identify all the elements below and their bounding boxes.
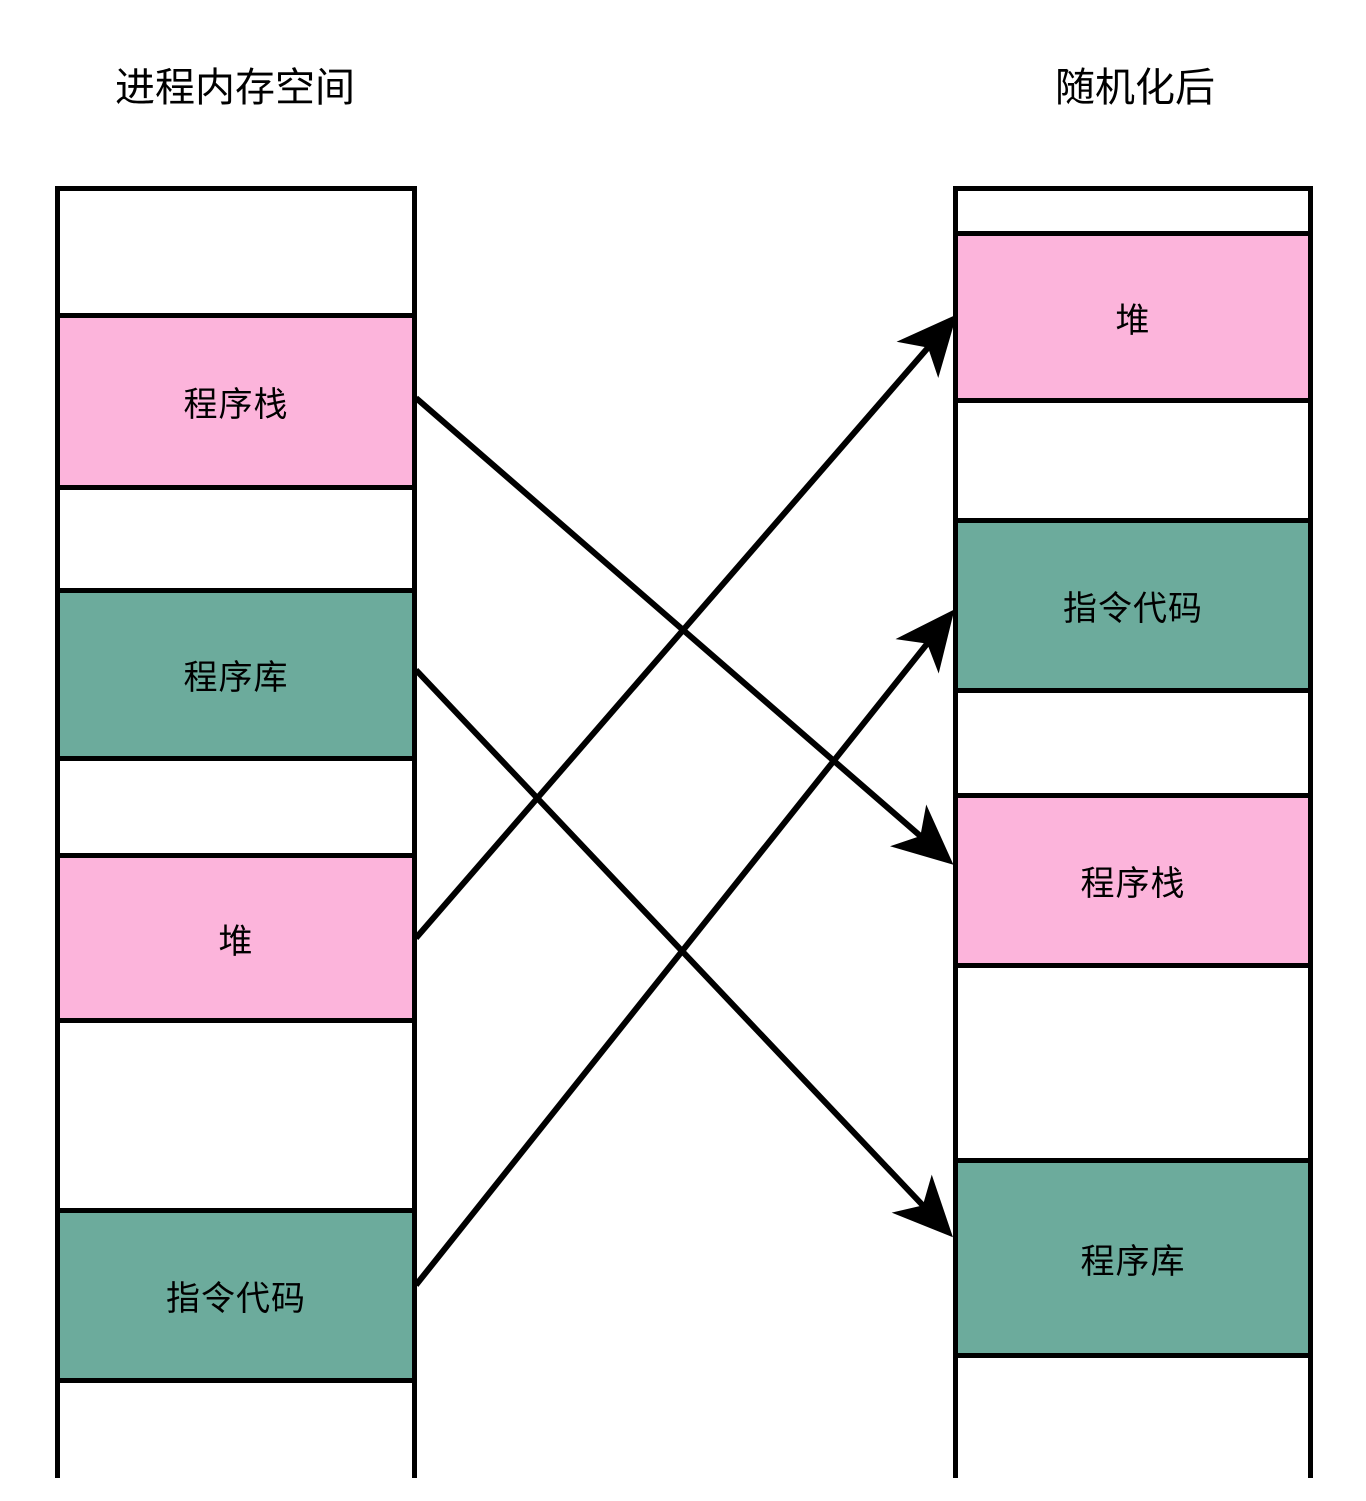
process-memory-layout-original: 程序栈程序库堆指令代码	[55, 186, 417, 1478]
mapping-arrow-指令代码	[413, 609, 955, 1287]
memory-segment-original-gap	[60, 490, 412, 588]
memory-segment-randomized-gap	[958, 403, 1308, 518]
memory-segment-randomized-gap	[958, 191, 1308, 231]
memory-segment-original-gap	[60, 1383, 412, 1478]
memory-segment-randomized-gap	[958, 968, 1308, 1158]
memory-segment-original-gap	[60, 191, 412, 313]
mapping-arrow-堆	[413, 314, 957, 940]
memory-segment-original-gap	[60, 1023, 412, 1208]
memory-segment-randomized-gap	[958, 693, 1308, 793]
left-column-title: 进程内存空间	[115, 66, 355, 110]
right-column-title: 随机化后	[1055, 66, 1215, 110]
memory-segment-randomized-gap	[958, 1358, 1308, 1478]
memory-segment-original-gap	[60, 761, 412, 853]
memory-segment-randomized-堆: 堆	[958, 231, 1308, 403]
